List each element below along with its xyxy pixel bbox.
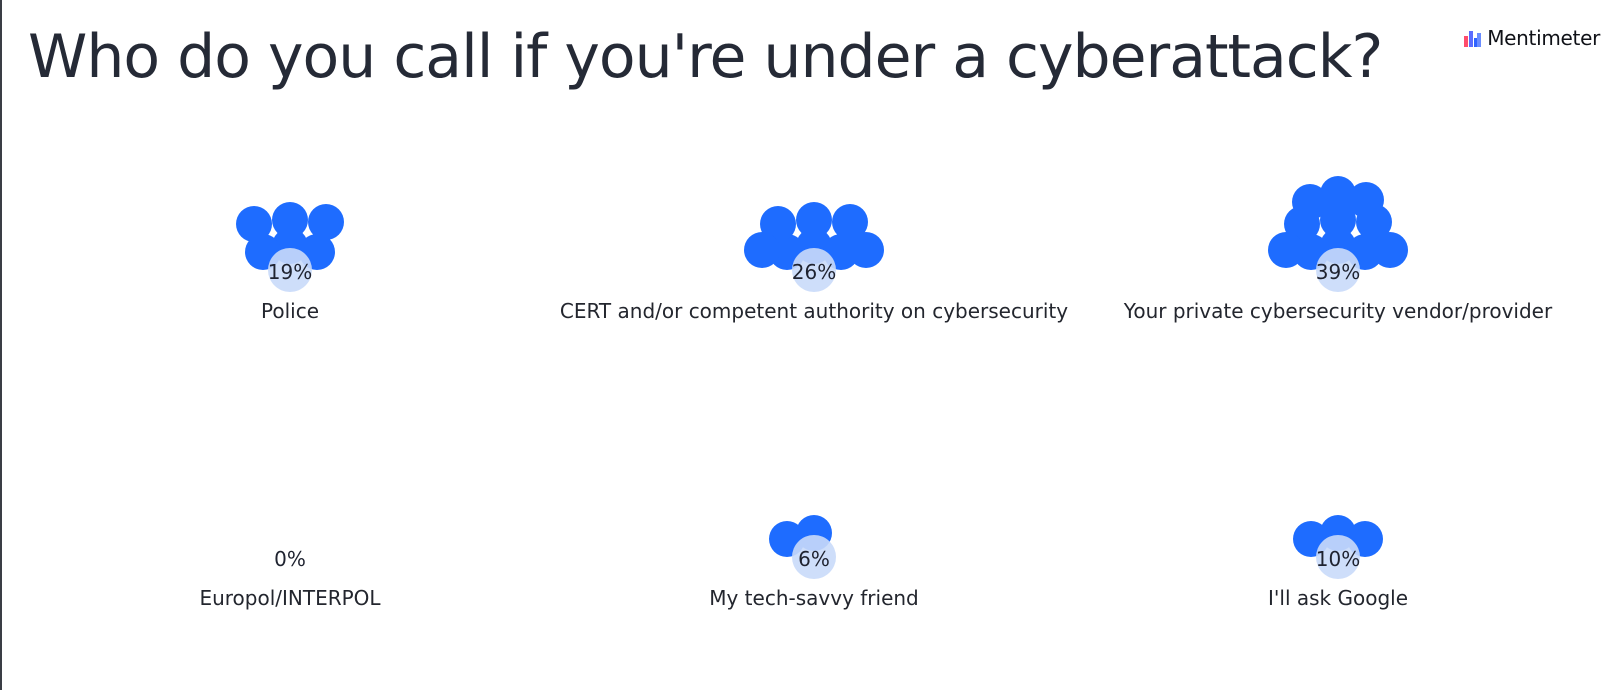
bubble [236, 206, 272, 242]
bubble [760, 206, 796, 242]
category-label: CERT and/or competent authority on cyber… [560, 299, 1068, 323]
percentage-label: 6% [798, 547, 830, 571]
category-label: Your private cybersecurity vendor/provid… [1123, 299, 1553, 323]
value-highlight [1316, 535, 1360, 579]
bubble-cluster [769, 515, 836, 579]
bubble-cluster [1293, 515, 1383, 579]
value-highlight [792, 535, 836, 579]
category-label: My tech-savvy friend [709, 586, 919, 610]
bubble [308, 204, 344, 240]
percentage-label: 39% [1316, 260, 1360, 284]
bubble [1292, 184, 1328, 220]
bubble [1348, 182, 1384, 218]
percentage-label: 19% [268, 260, 312, 284]
category-label: I'll ask Google [1268, 586, 1408, 610]
bubble-cluster [1268, 176, 1408, 292]
brand-name: Mentimeter [1487, 26, 1600, 50]
percentage-label: 10% [1316, 547, 1360, 571]
percentage-label: 0% [274, 547, 306, 571]
value-highlight [792, 248, 836, 292]
category-label: Europol/INTERPOL [199, 586, 381, 610]
bubble [744, 232, 780, 268]
mentimeter-logo-icon [1464, 30, 1482, 47]
brand: Mentimeter [1464, 26, 1600, 50]
bubble [1372, 232, 1408, 268]
bubble [272, 202, 308, 238]
bubble [832, 204, 868, 240]
left-border [0, 0, 2, 690]
bubble [1320, 202, 1356, 238]
bubble [848, 232, 884, 268]
bubble-cluster [236, 202, 344, 292]
bubble [796, 202, 832, 238]
value-highlight [268, 248, 312, 292]
percentage-label: 26% [792, 260, 836, 284]
category-label: Police [261, 299, 319, 323]
page-title: Who do you call if you're under a cybera… [28, 22, 1383, 92]
value-highlight [1316, 248, 1360, 292]
bubble-cluster [744, 202, 884, 292]
bubble [1320, 176, 1356, 212]
bubble [1268, 232, 1304, 268]
